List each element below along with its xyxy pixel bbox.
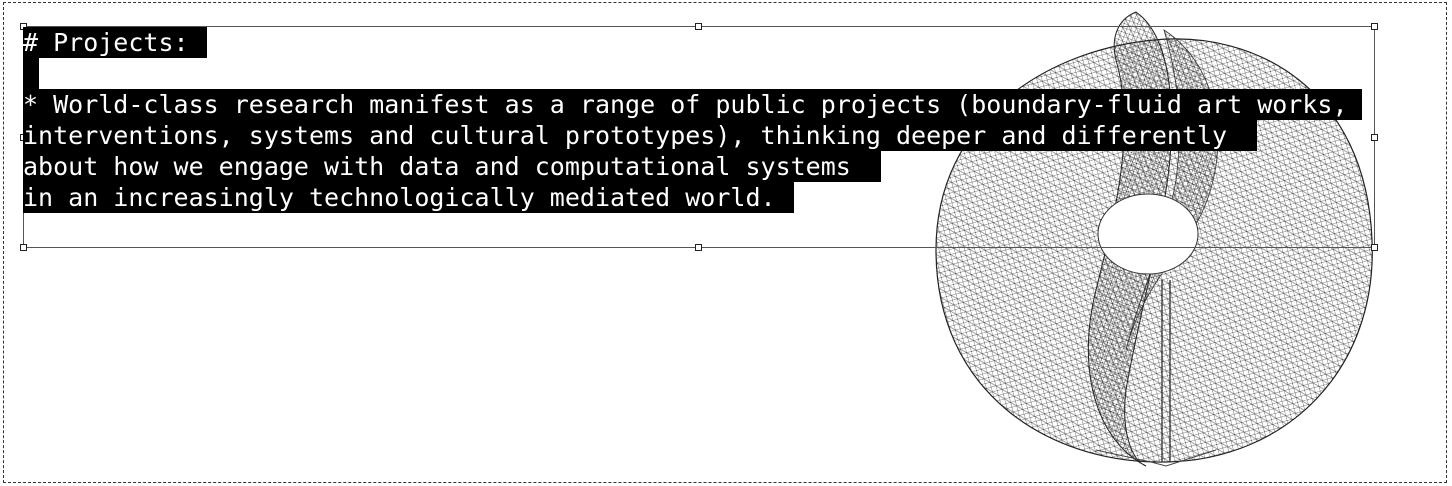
resize-handle-top-right[interactable] bbox=[1371, 23, 1378, 30]
heading-text: # Projects: bbox=[23, 27, 207, 58]
paragraph-line-2: interventions, systems and cultural prot… bbox=[23, 120, 1362, 151]
heading-line: # Projects: bbox=[23, 27, 1362, 58]
resize-handle-bottom-right[interactable] bbox=[1371, 244, 1378, 251]
paragraph-line-1-text: * World-class research manifest as a ran… bbox=[23, 89, 1362, 120]
resize-handle-top-middle[interactable] bbox=[695, 23, 702, 30]
resize-handle-bottom-middle[interactable] bbox=[695, 244, 702, 251]
paragraph-line-3: about how we engage with data and comput… bbox=[23, 151, 1362, 182]
paragraph-line-4: in an increasingly technologically media… bbox=[23, 182, 1362, 213]
paragraph-line-2-text: interventions, systems and cultural prot… bbox=[23, 120, 1258, 151]
resize-handle-bottom-left[interactable] bbox=[20, 244, 27, 251]
canvas-frame bbox=[3, 2, 1447, 483]
paragraph-line-1: * World-class research manifest as a ran… bbox=[23, 89, 1362, 120]
paragraph-line-4-text: in an increasingly technologically media… bbox=[23, 182, 794, 213]
blank-line-highlight bbox=[23, 58, 39, 89]
resize-handle-middle-right[interactable] bbox=[1371, 134, 1378, 141]
blank-line bbox=[23, 58, 1362, 89]
paragraph-line-3-text: about how we engage with data and comput… bbox=[23, 151, 881, 182]
text-block[interactable]: # Projects: * World-class research manif… bbox=[23, 27, 1362, 213]
